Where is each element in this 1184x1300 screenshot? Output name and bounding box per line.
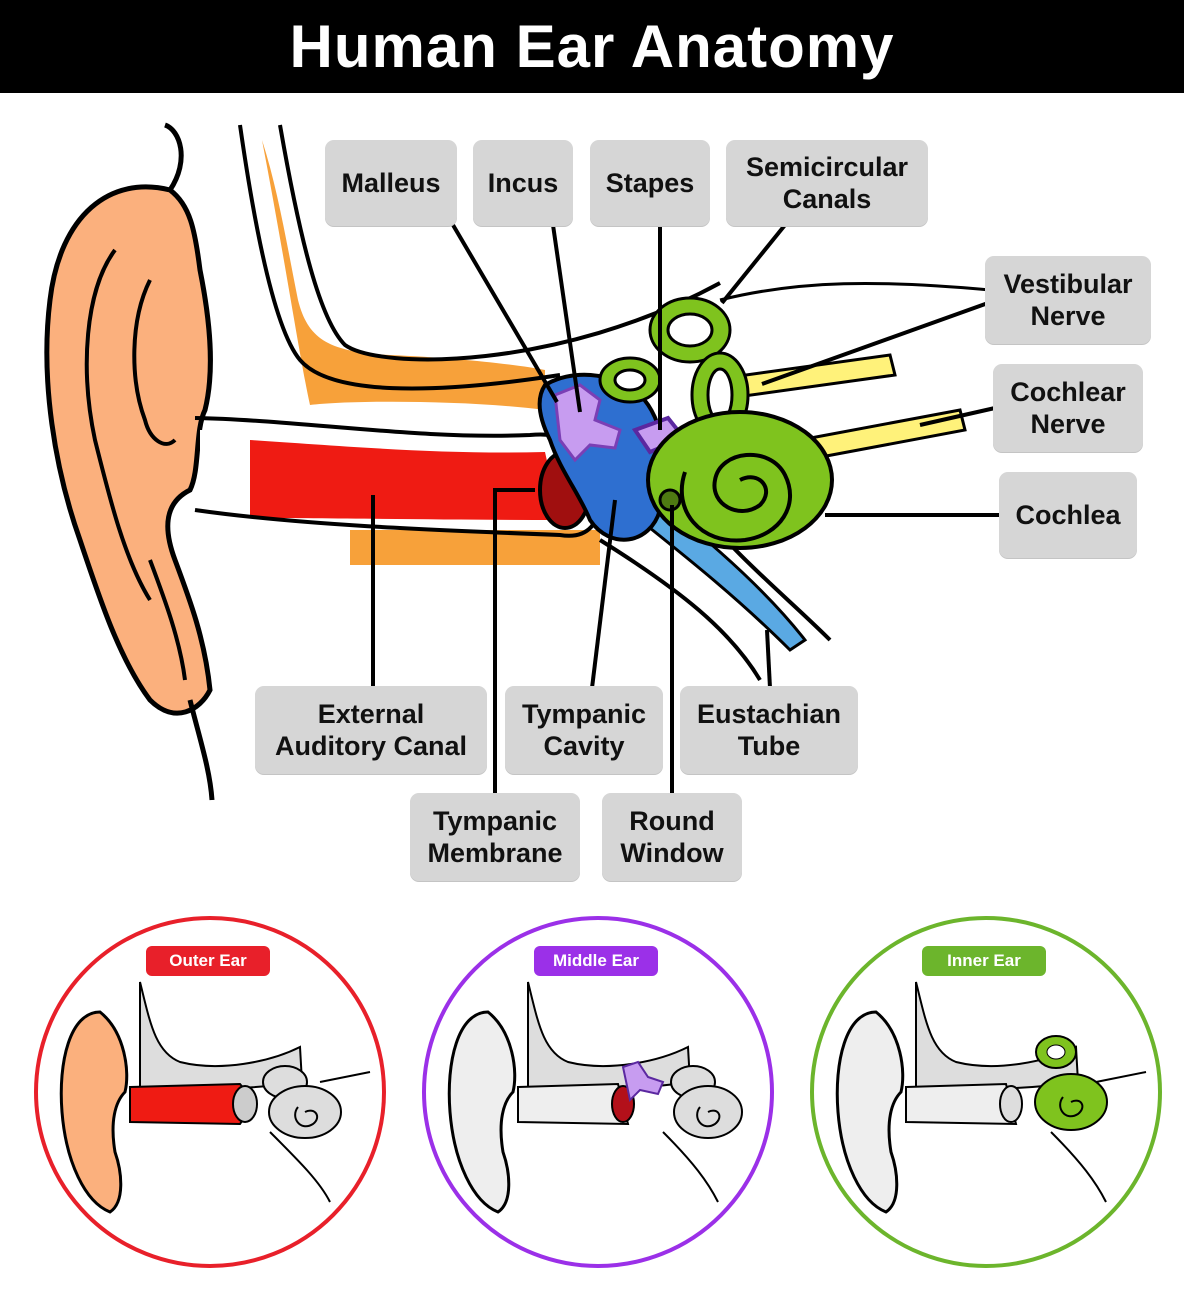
label-stapes: Stapes [590, 140, 710, 226]
pinna-fold [84, 248, 152, 602]
label-cochlea: Cochlea [999, 472, 1137, 558]
label-external-auditory-canal: External Auditory Canal [255, 686, 487, 774]
section-label-outer-ear: Outer Ear [146, 946, 270, 976]
neck-line [187, 699, 215, 801]
ear-diagram [44, 122, 1000, 801]
label-tympanic-cavity: Tympanic Cavity [505, 686, 663, 774]
label-semicircular-canals: Semicircular Canals [726, 140, 928, 226]
tube-outer-line [598, 538, 762, 682]
cochlea-spiral [679, 452, 792, 543]
pinna-lobe [148, 559, 187, 681]
section-label-middle-ear: Middle Ear [534, 946, 658, 976]
label-tympanic-membrane: Tympanic Membrane [410, 793, 580, 881]
label-round-window: Round Window [602, 793, 742, 881]
head-back [163, 122, 184, 192]
label-malleus: Malleus [325, 140, 457, 226]
bone-orange-lower [350, 530, 600, 565]
nerve-edge [719, 281, 991, 302]
section-middle-ear [422, 916, 774, 1268]
pinna [44, 184, 213, 716]
leader-lines [371, 223, 1000, 795]
section-outer-ear [34, 916, 386, 1268]
label-incus: Incus [473, 140, 573, 226]
pinna-inner [132, 279, 177, 446]
label-vestibular-nerve: Vestibular Nerve [985, 256, 1151, 344]
head-outline [238, 124, 561, 391]
page-title: Human Ear Anatomy [289, 13, 895, 80]
skull-line [278, 124, 721, 362]
label-cochlear-nerve: Cochlear Nerve [993, 364, 1143, 452]
label-eustachian-tube: Eustachian Tube [680, 686, 858, 774]
mini-ossicles [621, 1060, 665, 1103]
title-bar: Human Ear Anatomy [0, 0, 1184, 93]
external-auditory-canal [250, 440, 560, 520]
malleus-incus-shape [553, 383, 622, 463]
section-inner-ear [810, 916, 1162, 1268]
mini-pinna [59, 1010, 129, 1214]
canal-bottom-line [194, 499, 602, 538]
section-label-inner-ear: Inner Ear [922, 946, 1046, 976]
